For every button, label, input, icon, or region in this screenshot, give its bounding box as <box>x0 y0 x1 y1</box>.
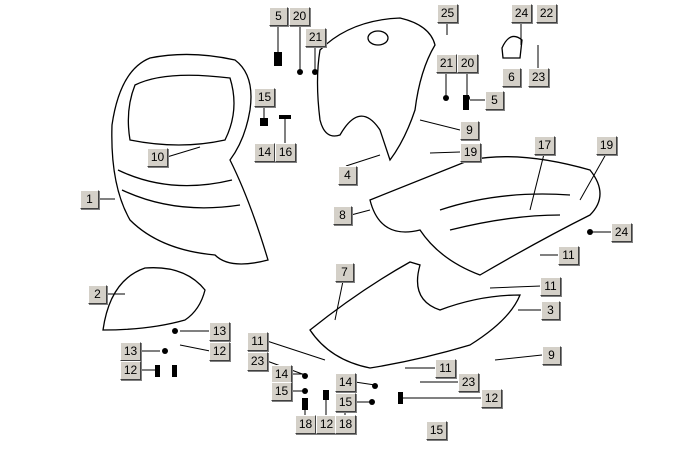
callout-label[interactable]: 19 <box>460 143 481 162</box>
callout-label[interactable]: 4 <box>338 166 357 185</box>
callout-label[interactable]: 20 <box>289 7 310 26</box>
callout-label[interactable]: 13 <box>120 342 141 361</box>
under-cover-part <box>309 261 521 369</box>
callout-label[interactable]: 11 <box>558 246 579 265</box>
leader-lines <box>98 21 612 416</box>
callout-label[interactable]: 11 <box>435 359 456 378</box>
callout-label[interactable]: 3 <box>541 301 560 320</box>
callout-label[interactable]: 22 <box>536 4 557 23</box>
callout-label[interactable]: 9 <box>460 121 479 140</box>
callout-label[interactable]: 23 <box>458 373 479 392</box>
callout-label[interactable]: 5 <box>485 91 504 110</box>
callout-label[interactable]: 14 <box>335 373 356 392</box>
callout-label[interactable]: 23 <box>528 68 549 87</box>
callout-label[interactable]: 11 <box>540 277 561 296</box>
inner-panel-part <box>316 17 436 162</box>
callout-label[interactable]: 9 <box>542 346 561 365</box>
callout-label[interactable]: 2 <box>88 285 107 304</box>
callout-label[interactable]: 19 <box>596 136 617 155</box>
callout-label[interactable]: 14 <box>271 365 292 384</box>
callout-label[interactable]: 21 <box>305 28 326 47</box>
callout-label[interactable]: 5 <box>269 7 288 26</box>
callout-label[interactable]: 8 <box>333 206 352 225</box>
callout-label[interactable]: 23 <box>247 352 268 371</box>
callout-label[interactable]: 15 <box>426 421 447 440</box>
callout-label[interactable]: 24 <box>611 223 632 242</box>
callout-label[interactable]: 15 <box>335 393 356 412</box>
callout-label[interactable]: 17 <box>534 136 555 155</box>
callout-label[interactable]: 20 <box>457 54 478 73</box>
callout-label[interactable]: 21 <box>436 54 457 73</box>
callout-label[interactable]: 18 <box>335 415 356 434</box>
callout-label[interactable]: 7 <box>335 263 354 282</box>
callout-label[interactable]: 18 <box>295 415 316 434</box>
callout-label[interactable]: 10 <box>147 148 168 167</box>
callout-label[interactable]: 12 <box>120 361 141 380</box>
front-fender-part <box>102 267 206 331</box>
callout-label[interactable]: 12 <box>316 415 337 434</box>
callout-label[interactable]: 12 <box>481 389 502 408</box>
callout-label[interactable]: 15 <box>254 88 275 107</box>
callout-label[interactable]: 6 <box>502 68 521 87</box>
callout-label[interactable]: 11 <box>247 332 268 351</box>
callout-label[interactable]: 16 <box>275 143 296 162</box>
front-shield-part <box>111 53 269 265</box>
callout-label[interactable]: 13 <box>209 322 230 341</box>
callout-label[interactable]: 15 <box>271 382 292 401</box>
callout-label[interactable]: 25 <box>437 4 458 23</box>
callout-label[interactable]: 1 <box>80 190 99 209</box>
callout-label[interactable]: 14 <box>254 143 275 162</box>
callout-label[interactable]: 12 <box>209 342 230 361</box>
callout-label[interactable]: 24 <box>511 4 532 23</box>
